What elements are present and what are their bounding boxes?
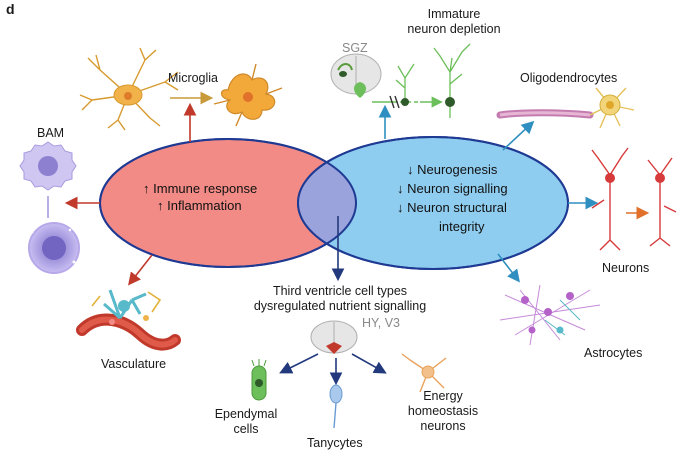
inflammation-text: Inflammation [167,198,242,213]
energy-line3: neurons [420,419,466,433]
third-ventricle-line2: dysregulated nutrient signalling [253,299,427,313]
third-ventricle-line1: Third ventricle cell types [272,284,408,298]
astrocytes-label: Astrocytes [584,346,643,360]
immature-label: Immature neuron depletion [404,7,504,37]
oligodendrocytes-label: Oligodendrocytes [520,71,618,85]
vasculature-icon [76,289,181,351]
immune-response-text: Immune response [153,181,258,196]
neuron-healthy-body [605,173,615,183]
tanycytes-label: Tanycytes [307,436,363,450]
up-arrow-icon: ↑ [143,181,150,196]
inflammation-row: ↑ Inflammation [143,197,257,214]
ependymal-line2: cells [233,422,259,436]
immature-label-line2: neuron depletion [407,22,501,36]
immune-response-row: ↑ Immune response [143,180,257,197]
microglia-ramified-icon [79,47,179,131]
panel-letter: d [6,1,15,17]
brain-coronal-hy-v3-icon [310,320,358,354]
immature-label-line1: Immature [427,7,481,21]
energy-neuron-icon [401,353,447,393]
arrow-to-energy-neurons [351,353,387,374]
neuron-structural-text: Neuron structural [407,200,507,215]
bam-label: BAM [37,126,65,140]
sgz-label: SGZ [342,41,368,55]
bam-activated-icon [28,222,80,274]
neuron-healthy-icon [591,147,629,251]
bam-normal-icon [19,141,77,191]
down-arrow-icon: ↓ [407,162,414,177]
neuron-signalling-text: Neuron signalling [407,181,508,196]
vasculature-label: Vasculature [101,357,167,371]
blue-ellipse-text: ↓ Neurogenesis ↓ Neuron signalling ↓ Neu… [397,160,508,236]
down-arrow-icon: ↓ [397,200,404,215]
down-arrow-icon: ↓ [397,181,404,196]
tanycyte-icon [329,384,343,429]
neurogenesis-text: Neurogenesis [417,162,498,177]
microglia-label: Microglia [168,71,219,85]
neuron-structural-row: ↓ Neuron structural [397,198,508,217]
integrity-row: integrity [397,217,508,236]
energy-line2: homeostasis [407,404,479,418]
up-arrow-icon: ↑ [157,198,164,213]
ependymal-cell-icon [251,359,267,401]
energy-line1: Energy [423,389,463,403]
neurogenesis-row: ↓ Neurogenesis [397,160,508,179]
ependymal-line1: Ependymal [214,407,278,421]
neuron-degenerated-icon [647,157,677,247]
energy-label: Energy homeostasis neurons [398,389,488,434]
arrow-to-oligodendrocytes [502,120,535,151]
immature-neuron-depletion-icon [354,43,471,118]
oligodendrocyte-icon [496,87,635,129]
ependymal-label: Ependymal cells [210,407,282,437]
red-ellipse-text: ↑ Immune response ↑ Inflammation [143,180,257,214]
microglia-activated-icon [213,63,283,127]
arrow-to-astrocytes [497,253,520,283]
neuron-signalling-row: ↓ Neuron signalling [397,179,508,198]
astrocytes-icon [499,284,601,346]
arrow-to-vasculature [128,254,153,286]
hy-v3-label: HY, V3 [362,316,400,330]
neurons-label: Neurons [602,261,650,275]
third-ventricle-label: Third ventricle cell types dysregulated … [240,284,440,314]
arrow-to-ependymal [279,353,319,374]
integrity-text: integrity [439,219,485,234]
